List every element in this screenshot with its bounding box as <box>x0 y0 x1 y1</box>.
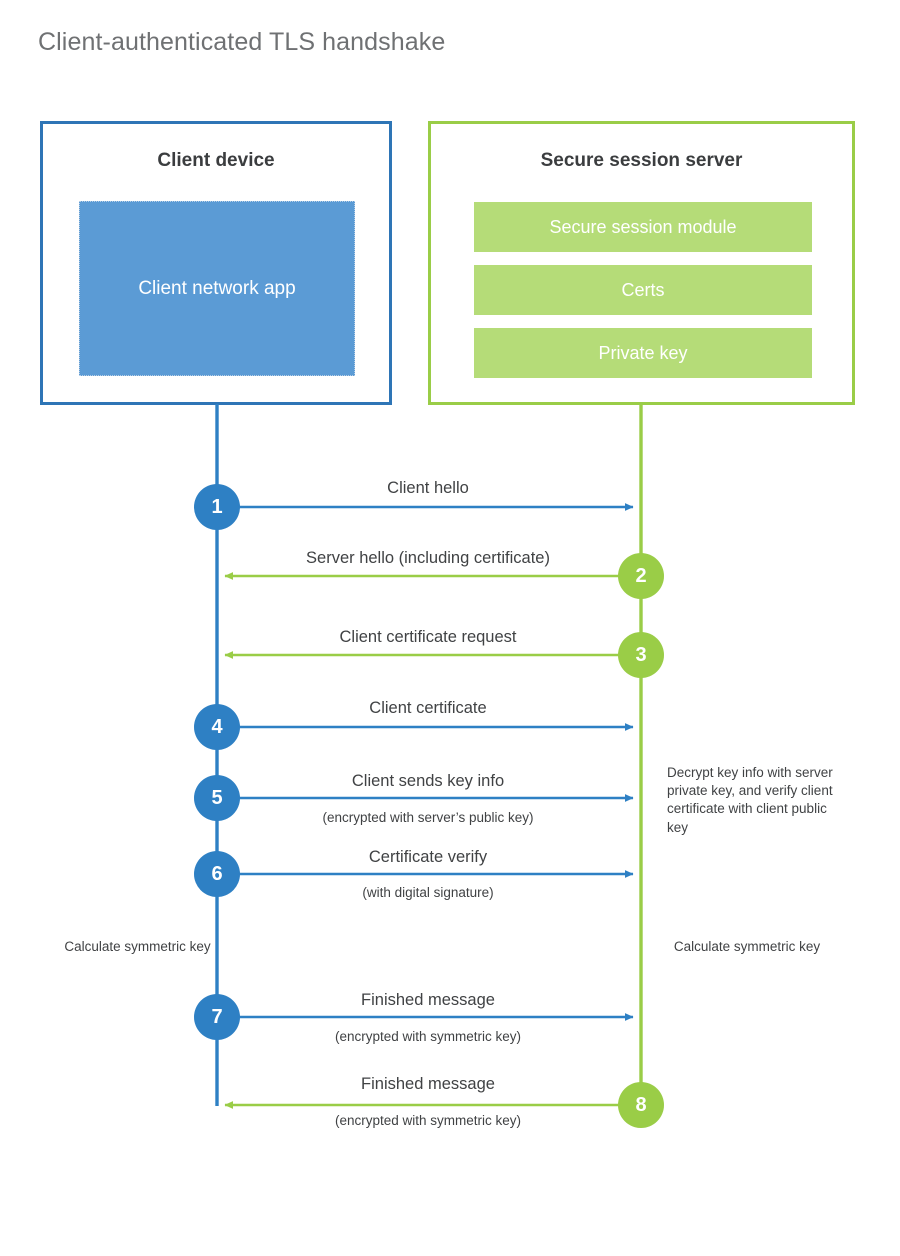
message-label-6: Certificate verify <box>368 848 488 866</box>
message-label-5: Client sends key info <box>351 772 505 790</box>
message-label-3: Client certificate request <box>339 628 517 646</box>
note-client-calculate-symmetric-key: Calculate symmetric key <box>64 939 211 954</box>
message-sublabel-5: (encrypted with server’s public key) <box>322 810 534 825</box>
step-marker-5[interactable]: 5 <box>194 775 240 821</box>
message-label-8: Finished message <box>361 1075 495 1093</box>
page-title: Client-authenticated TLS handshake <box>38 28 446 56</box>
step-marker-1[interactable]: 1 <box>194 484 240 530</box>
message-label-1: Client hello <box>387 479 469 497</box>
message-label-2: Server hello (including certificate) <box>306 549 550 567</box>
message-sublabel-6: (with digital signature) <box>362 885 494 900</box>
step-marker-3[interactable]: 3 <box>618 632 664 678</box>
client-network-app-block: Client network app <box>79 201 355 376</box>
server-component-certs: Certs <box>474 265 812 315</box>
server-component-private-key: Private key <box>474 328 812 378</box>
step-marker-2[interactable]: 2 <box>618 553 664 599</box>
step-marker-6[interactable]: 6 <box>194 851 240 897</box>
message-label-4: Client certificate <box>369 699 487 717</box>
client-device-title: Client device <box>157 150 275 171</box>
note-server-calculate-symmetric-key: Calculate symmetric key <box>673 939 821 954</box>
step-marker-7[interactable]: 7 <box>194 994 240 1040</box>
secure-session-server-box: Secure session server Secure session mod… <box>428 121 855 405</box>
message-sublabel-8: (encrypted with symmetric key) <box>334 1113 522 1128</box>
step-marker-8[interactable]: 8 <box>618 1082 664 1128</box>
step-marker-4[interactable]: 4 <box>194 704 240 750</box>
message-label-7: Finished message <box>361 991 495 1009</box>
client-device-box: Client device Client network app <box>40 121 392 405</box>
server-component-secure-session-module: Secure session module <box>474 202 812 252</box>
secure-session-server-title: Secure session server <box>540 150 743 171</box>
note-server-decrypt: Decrypt key info with server private key… <box>667 765 833 835</box>
message-sublabel-7: (encrypted with symmetric key) <box>334 1029 522 1044</box>
